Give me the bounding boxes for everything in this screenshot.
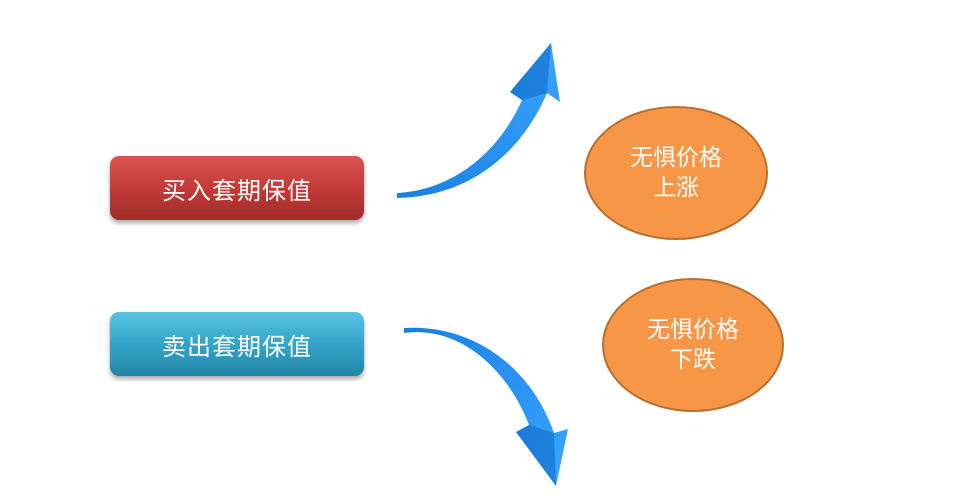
sell-hedge-label: 卖出套期保值 <box>162 332 312 361</box>
buy-hedge-label: 买入套期保值 <box>162 176 312 205</box>
buy-hedge-box: 买入套期保值 <box>110 156 364 220</box>
price-rise-line2: 上涨 <box>653 175 699 201</box>
up-arrow-icon <box>397 43 560 198</box>
price-fall-line2: 下跌 <box>670 347 716 373</box>
price-fall-line1: 无惧价格 <box>647 317 739 343</box>
price-rise-line1: 无惧价格 <box>630 145 722 171</box>
sell-hedge-box: 卖出套期保值 <box>110 312 364 376</box>
price-rise-ellipse: 无惧价格 上涨 <box>584 106 768 240</box>
down-arrow-icon <box>404 327 568 486</box>
price-fall-ellipse: 无惧价格 下跌 <box>602 278 784 412</box>
